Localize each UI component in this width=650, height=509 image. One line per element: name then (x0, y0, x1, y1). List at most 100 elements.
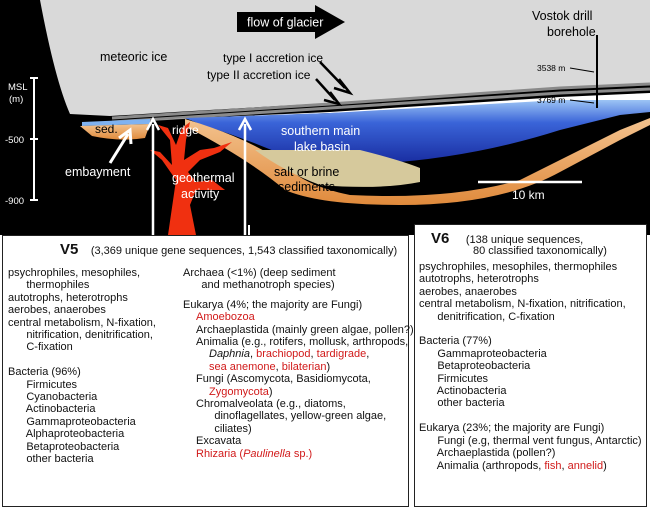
accretion-2-arrowhead (323, 91, 343, 107)
flow-arrow-icon (237, 5, 345, 39)
v5-header: V5 (3,369 unique gene sequences, 1,543 c… (60, 241, 397, 259)
v5-left-line: central metabolism, N-fixation, (8, 316, 156, 329)
v5-left-line: thermophiles (8, 279, 90, 292)
salt-brine-label-1: salt or brine (274, 165, 339, 179)
v5-animalia-2: Daphnia, brachiopod, tardigrade, (209, 348, 370, 361)
lake-cross-section-diagram: flow of glacier Vostok drill borehole 35… (0, 0, 650, 235)
v6-line: Fungi (e.g, thermal vent fungus, Antarct… (419, 434, 642, 447)
southern-basin-label-1: southern main (281, 124, 360, 138)
v5-left-line (8, 354, 156, 366)
v5-amoebozoa: Amoebozoa (196, 311, 255, 324)
geothermal-label-1: geothermal (172, 171, 235, 185)
v5-sp: sp. (293, 447, 309, 460)
v6-line: autotrophs, heterotrophs (419, 273, 539, 286)
v6-column: psychrophiles, mesophiles, thermophiles … (419, 261, 642, 472)
v5-left-line: nitrification, denitrification, (8, 329, 153, 342)
v5-left-line: Cyanobacteria (8, 391, 98, 404)
v5-left-line: Firmicutes (8, 378, 78, 391)
v5-right-column: Archaea (<1%) (deep sediment and methano… (183, 267, 414, 460)
sed-label: sed. (95, 122, 118, 136)
v6-line: central metabolism, N-fixation, nitrific… (419, 298, 626, 311)
v5-zygomycota: Zygomycota (209, 385, 269, 398)
v5-archaeplastida: Archaeplastida (mainly green algae, poll… (196, 323, 414, 336)
accretion-ice-line-1 (111, 82, 650, 120)
v5-sea-anemone: sea anemone (209, 360, 276, 373)
v6-annelid: annelid (567, 459, 604, 472)
v6-animalia-line: Animalia (arthropods, fish, annelid) (419, 459, 607, 472)
accretion-1-arrow (319, 61, 346, 89)
v6-line: Archaeplastida (pollen?) (419, 447, 556, 460)
v5-rhizaria-line: Rhizaria (Paulinella sp.) (196, 447, 313, 460)
depth-3769-arrow (569, 99, 595, 104)
vostok-label-2: borehole (547, 25, 596, 39)
embayment-arrow (108, 133, 130, 164)
msl-label: MSL (8, 82, 28, 93)
msl-tick-500-label: -500 (5, 135, 24, 146)
v6-line (419, 323, 642, 335)
v6-line: Eukarya (23%; the majority are Fungi) (419, 422, 605, 435)
v5-brachiopod: brachiopod (256, 348, 311, 361)
v5-paulinella: Paulinella (243, 447, 291, 460)
v6-line (419, 410, 642, 422)
v5-bilaterian: bilaterian (281, 360, 327, 373)
v5-left-line: Gammaproteobacteria (8, 415, 136, 428)
v5-left-line: psychrophiles, mesophiles, (8, 267, 141, 279)
v5-fungi-1: Fungi (Ascomycota, Basidiomycota, (196, 373, 371, 386)
embayment-sediment (80, 124, 150, 140)
v5-left-line: aerobes, anaerobes (8, 304, 106, 317)
v6-line: other bacteria (419, 397, 505, 410)
scale-label: 10 km (512, 188, 545, 202)
embayment-water (82, 119, 150, 126)
flow-label: flow of glacier (247, 16, 323, 30)
accretion-1-arrowhead (333, 78, 354, 96)
v5-left-line: Actinobacteria (8, 403, 96, 416)
depth-3538: 3538 m (537, 63, 565, 73)
accretion-2-label: type II accretion ice (207, 68, 311, 82)
v5-sample-arrowhead-left (145, 116, 161, 131)
v5-excavata: Excavata (196, 435, 242, 448)
msl-unit: (m) (9, 94, 23, 105)
v5-left-line: Alphaproteobacteria (8, 428, 125, 441)
msl-tick-900-label: -900 (5, 196, 24, 207)
v5-left-line: Betaproteobacteria (8, 440, 120, 453)
v6-line: denitrification, C-fixation (419, 310, 555, 323)
v6-box: V6 (138 unique sequences, 80 classified … (414, 224, 647, 507)
v5-eukarya: Eukarya (4%; the majority are Fungi) (183, 298, 363, 311)
v5-sample-arrowhead-right (237, 116, 253, 131)
v6-line: Bacteria (77%) (419, 335, 492, 348)
v5-fungi-2: Zygomycota) (209, 385, 273, 398)
v5-left-line: Bacteria (96%) (8, 366, 81, 379)
v6-line: psychrophiles, mesophiles, thermophiles (419, 261, 618, 273)
v6-line: Gammaproteobacteria (419, 347, 547, 360)
v5-subtitle: (3,369 unique gene sequences, 1,543 clas… (90, 245, 398, 257)
southern-basin-label-2: lake basin (294, 140, 350, 154)
meteoric-ice-label: meteoric ice (100, 50, 167, 64)
v5-left-line: other bacteria (8, 453, 94, 466)
v5-tardigrade: tardigrade (316, 348, 367, 361)
v6-line: Firmicutes (419, 372, 489, 385)
v5-archaea-1: Archaea (<1%) (deep sediment (183, 267, 336, 279)
v5-chromal-2: dinoflagellates, yellow-green algae, (196, 410, 387, 423)
v5-left-line: autotrophs, heterotrophs (8, 291, 128, 304)
depth-3769: 3769 m (537, 95, 565, 105)
geothermal-label-2: activity (181, 187, 220, 201)
v5-animalia-1: Animalia (e.g., rotifers, mollusk, arthr… (196, 336, 409, 349)
v5-left-line: C-fixation (8, 341, 73, 354)
v6-header: V6 (138 unique sequences, (431, 230, 583, 248)
v6-line: aerobes, anaerobes (419, 285, 517, 298)
v5-box: V5 (3,369 unique gene sequences, 1,543 c… (2, 235, 414, 507)
depth-3538-arrow (569, 67, 595, 73)
v5-chromal-1: Chromalveolata (e.g., diatoms, (196, 398, 346, 411)
ice-sheet (40, 0, 650, 116)
ridge-label: ridge (172, 123, 199, 137)
accretion-1-label: type I accretion ice (223, 51, 323, 65)
v5-animalia-3: sea anemone, bilaterian) (209, 360, 331, 373)
v6-fish: fish (544, 459, 562, 472)
salt-brine-label-2: sediments (278, 180, 335, 194)
v6-line: Actinobacteria (419, 385, 507, 398)
salt-brine-sediment (255, 150, 420, 187)
embayment-label: embayment (65, 165, 131, 179)
accretion-ice-white (150, 93, 650, 120)
v6-subtitle-1: (138 unique sequences, (465, 234, 584, 246)
vostok-label-1: Vostok drill (532, 9, 592, 23)
